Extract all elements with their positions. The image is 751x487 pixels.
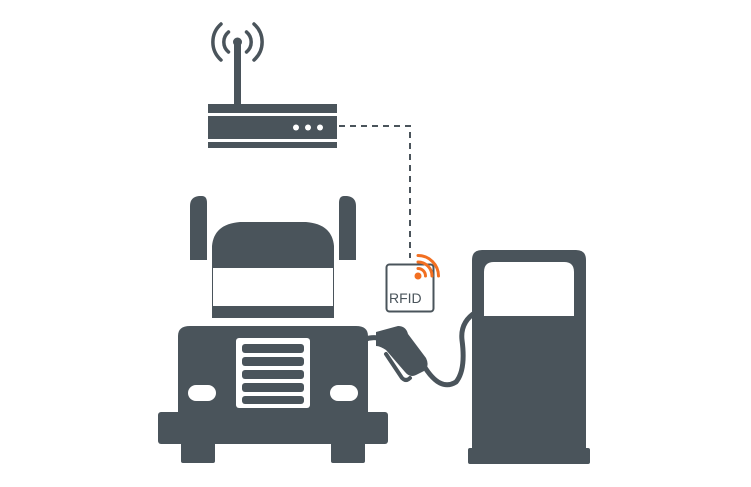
connection-dashed-line xyxy=(339,125,411,258)
truck-windshield xyxy=(213,268,333,306)
truck-grille xyxy=(236,338,310,408)
semi-truck-icon xyxy=(158,196,388,463)
rfid-label: RFID xyxy=(389,290,422,306)
rfid-signal-icon xyxy=(414,254,440,280)
router-status-light xyxy=(317,124,323,131)
fuel-pump-icon xyxy=(468,250,590,464)
fuel-nozzle-icon xyxy=(351,309,479,388)
wireless-antenna-icon xyxy=(211,22,264,104)
router-status-light xyxy=(293,124,299,131)
network-router-icon xyxy=(208,104,337,148)
router-status-light xyxy=(305,124,311,131)
rfid-tag-icon: RFID xyxy=(385,254,440,313)
pump-display xyxy=(484,262,574,316)
truck-headlight xyxy=(330,385,358,401)
truck-headlight xyxy=(188,385,216,401)
